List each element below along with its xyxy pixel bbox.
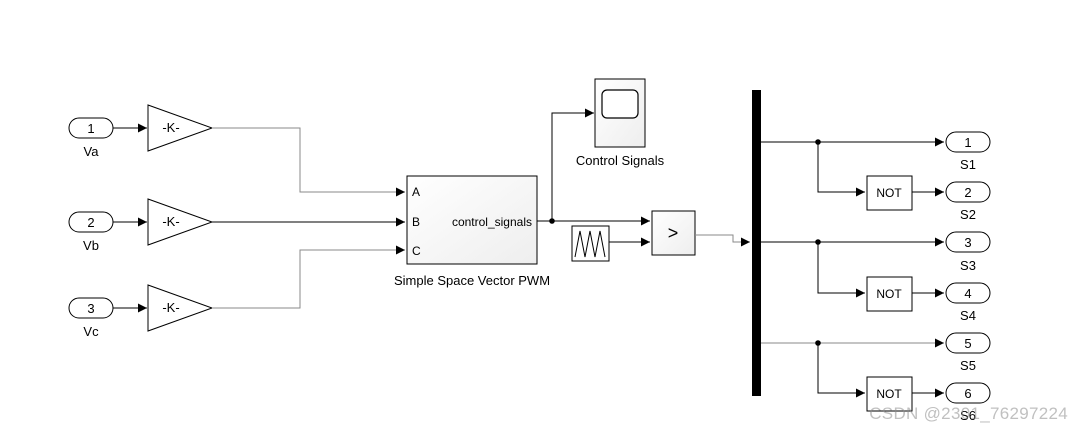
svpwm-title: Simple Space Vector PWM: [394, 273, 550, 288]
outport-label: S4: [960, 308, 976, 323]
watermark: CSDN @2301_76297224: [869, 404, 1068, 423]
not-label: NOT: [876, 387, 902, 401]
gain-block[interactable]: -K-: [147, 198, 214, 246]
compare-symbol: >: [668, 223, 679, 243]
scope-block[interactable]: [594, 78, 646, 148]
inport-number: 3: [87, 301, 94, 316]
not-label: NOT: [876, 186, 902, 200]
branch-point: [549, 218, 555, 224]
svpwm-input-b: B: [412, 215, 420, 229]
inport-number: 1: [87, 121, 94, 136]
outport-s6[interactable]: 6: [945, 382, 991, 404]
svpwm-output-label: control_signals: [452, 215, 532, 229]
not-gate[interactable]: NOT: [866, 175, 913, 211]
outport-number: 2: [964, 185, 971, 200]
outport-label: S5: [960, 358, 976, 373]
inport-vb[interactable]: 2: [68, 211, 114, 233]
inport-label: Vb: [83, 238, 99, 253]
signal-line: [817, 242, 865, 298]
scope-title: Control Signals: [576, 153, 665, 168]
gain-block[interactable]: -K-: [147, 284, 214, 332]
compare-block[interactable]: >: [651, 210, 696, 256]
outport-s2[interactable]: 2: [945, 181, 991, 203]
outport-s4[interactable]: 4: [945, 282, 991, 304]
outport-s3[interactable]: 3: [945, 231, 991, 253]
svpwm-input-c: C: [412, 244, 421, 258]
outport-number: 6: [964, 386, 971, 401]
not-gate[interactable]: NOT: [866, 276, 913, 312]
inport-va[interactable]: 1: [68, 117, 114, 139]
outport-number: 1: [964, 135, 971, 150]
scope-screen-icon: [601, 89, 639, 119]
signal-line: [817, 343, 865, 398]
gain-label: -K-: [162, 214, 179, 229]
gain-block[interactable]: -K-: [147, 104, 214, 152]
outport-label: S2: [960, 207, 976, 222]
triangle-wave-icon: [574, 230, 606, 258]
gain-label: -K-: [162, 300, 179, 315]
outport-label: S1: [960, 157, 976, 172]
not-gate[interactable]: NOT: [866, 376, 913, 412]
inport-label: Va: [84, 144, 100, 159]
outport-label: S6: [960, 408, 976, 423]
not-label: NOT: [876, 287, 902, 301]
signal-line: [212, 245, 405, 309]
inport-number: 2: [87, 215, 94, 230]
inport-vc[interactable]: 3: [68, 297, 114, 319]
outport-label: S3: [960, 258, 976, 273]
signal-line: [212, 127, 405, 197]
demux-bar[interactable]: [752, 90, 761, 396]
svpwm-input-a: A: [412, 185, 420, 199]
outport-s5[interactable]: 5: [945, 332, 991, 354]
signal-line: [551, 108, 594, 221]
outport-number: 5: [964, 336, 971, 351]
signal-line: [817, 142, 865, 197]
outport-s1[interactable]: 1: [945, 131, 991, 153]
outport-number: 3: [964, 235, 971, 250]
svpwm-block[interactable]: A B C control_signals: [406, 175, 538, 265]
inport-label: Vc: [83, 324, 99, 339]
carrier-block[interactable]: [571, 225, 610, 262]
outport-number: 4: [964, 286, 971, 301]
signal-line: [695, 234, 750, 247]
gain-label: -K-: [162, 120, 179, 135]
